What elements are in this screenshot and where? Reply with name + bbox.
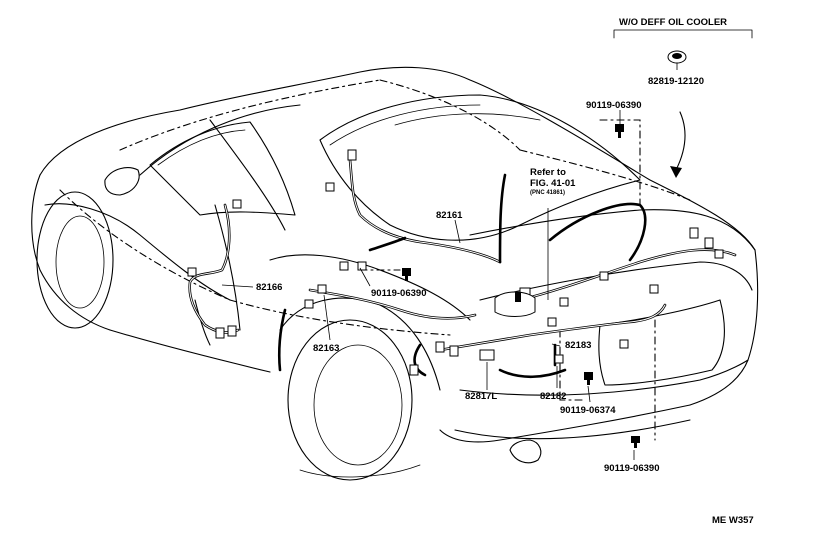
reference-line-2: FIG. 41-01 — [530, 178, 576, 189]
leader-lines — [221, 63, 678, 460]
variant-label: W/O DEFF OIL COOLER — [619, 17, 727, 28]
part-label-82182: 82182 — [540, 391, 566, 402]
part-label-82161: 82161 — [436, 210, 463, 221]
hidden-lines — [59, 79, 691, 441]
part-label-90119-06390-bottom: 90119-06390 — [604, 463, 659, 474]
part-label-90119-06390-top: 90119-06390 — [586, 100, 641, 111]
connectors — [187, 149, 724, 376]
part-label-82183: 82183 — [565, 340, 591, 351]
part-label-90119-06390-mid: 90119-06390 — [371, 288, 426, 299]
bolt-icon — [584, 372, 593, 385]
bolt-icon — [615, 124, 624, 138]
part-label-82817L: 82817L — [465, 391, 497, 402]
labels: W/O DEFF OIL COOLER 82819-12120 90119-06… — [256, 17, 754, 526]
drawing-code: ME W357 — [712, 515, 754, 526]
part-label-82166: 82166 — [256, 282, 282, 293]
variant-bracket — [613, 29, 753, 178]
grommet-icon — [667, 50, 687, 64]
part-label-90119-06374: 90119-06374 — [560, 405, 616, 416]
reference-line-3: (PNC 41861) — [530, 190, 565, 196]
part-label-82163: 82163 — [313, 343, 339, 354]
bolt-icon — [631, 436, 640, 448]
part-label-82819-12120: 82819-12120 — [648, 76, 704, 87]
wire-harnesses — [188, 158, 737, 379]
fasteners — [402, 50, 687, 448]
reference-line-1: Refer to — [530, 167, 566, 178]
car-body-outline — [31, 66, 759, 481]
bolt-icon — [402, 268, 411, 281]
